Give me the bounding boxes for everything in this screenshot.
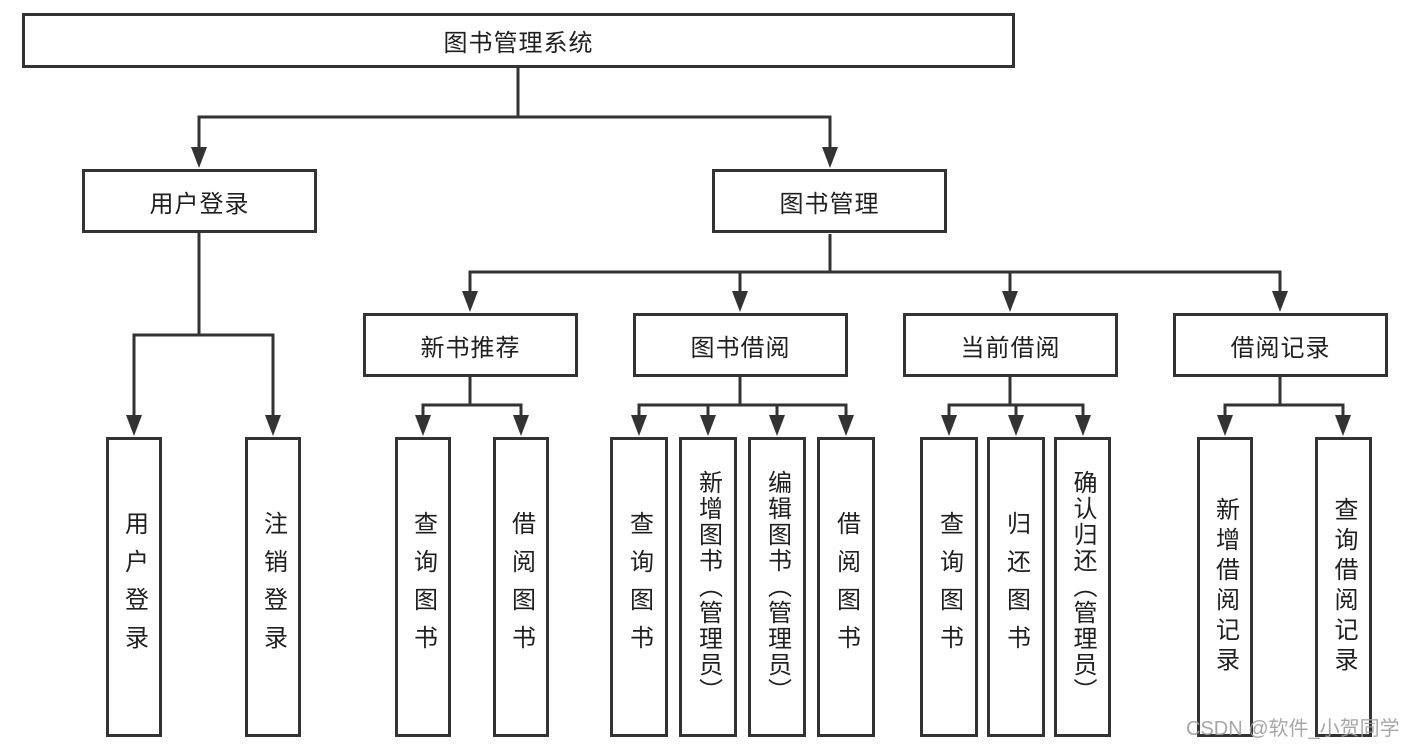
node-leaf-borrow-book-new-rec: 借阅图书 bbox=[493, 437, 549, 737]
node-leaf-query-book-new-rec: 查询图书 bbox=[395, 437, 451, 737]
node-new-book-rec: 新书推荐 bbox=[363, 313, 578, 377]
arrowheads-new-book-rec-leaves bbox=[415, 415, 529, 436]
node-leaf-logout: 注销登录 bbox=[245, 437, 301, 737]
node-leaf-query-book-current: 查询图书 bbox=[920, 437, 978, 737]
node-leaf-return-book: 归还图书 bbox=[987, 437, 1045, 737]
connector-root-to-level1 bbox=[197, 68, 832, 148]
connector-current-borrow-to-leaves bbox=[947, 377, 1085, 416]
node-leaf-add-book-admin: 新增图书（管理员） bbox=[679, 437, 737, 737]
arrowheads-book-borrow-leaves bbox=[631, 415, 854, 436]
node-book-borrow: 图书借阅 bbox=[633, 313, 848, 377]
node-leaf-query-borrow-record: 查询借阅记录 bbox=[1315, 437, 1372, 737]
connector-new-book-rec-to-leaves bbox=[421, 377, 523, 416]
connector-book-mgmt-to-level2 bbox=[468, 234, 1282, 292]
node-leaf-user-login: 用户登录 bbox=[106, 437, 162, 737]
node-leaf-edit-book-admin: 编辑图书（管理员） bbox=[748, 437, 806, 737]
arrowheads-level2 bbox=[462, 291, 1288, 312]
arrowheads-borrow-records-leaves bbox=[1217, 415, 1351, 436]
arrowheads-level1 bbox=[191, 147, 838, 168]
node-borrow-records: 借阅记录 bbox=[1173, 313, 1388, 377]
arrowheads-current-borrow-leaves bbox=[941, 415, 1091, 436]
node-leaf-confirm-return-admin: 确认归还（管理员） bbox=[1054, 437, 1111, 737]
node-leaf-query-book-borrow: 查询图书 bbox=[610, 437, 668, 737]
arrowheads-user-login-leaves bbox=[126, 415, 281, 436]
node-user-login: 用户登录 bbox=[82, 169, 317, 233]
node-root: 图书管理系统 bbox=[22, 13, 1015, 68]
connector-borrow-records-to-leaves bbox=[1223, 377, 1345, 416]
node-leaf-borrow-book-borrow: 借阅图书 bbox=[817, 437, 875, 737]
node-leaf-add-borrow-record: 新增借阅记录 bbox=[1197, 437, 1253, 737]
node-book-mgmt: 图书管理 bbox=[712, 169, 947, 233]
node-current-borrow: 当前借阅 bbox=[903, 313, 1118, 377]
connector-book-borrow-to-leaves bbox=[637, 377, 848, 416]
connector-user-login-to-leaves bbox=[132, 233, 275, 416]
csdn-watermark: CSDN @软件_小贺同学 bbox=[1186, 718, 1400, 740]
